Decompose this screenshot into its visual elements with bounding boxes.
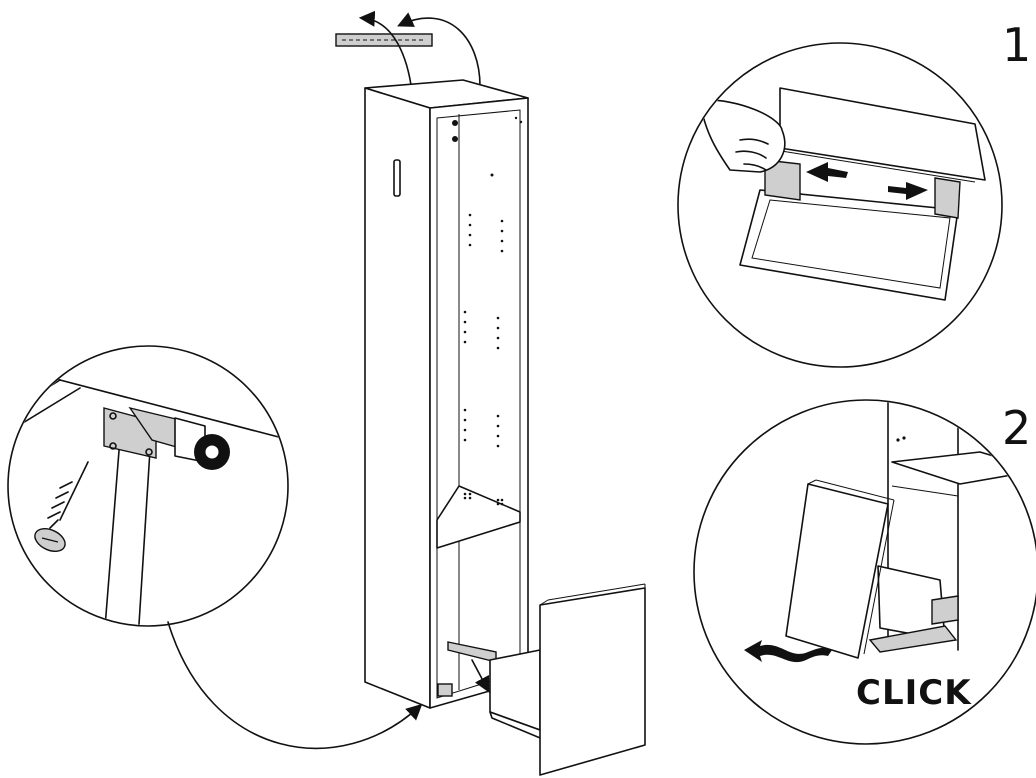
hole-dot xyxy=(463,330,467,334)
hole-dot xyxy=(496,336,500,340)
hole-dot xyxy=(496,316,500,320)
hole-dot xyxy=(468,492,472,496)
step-1-number: 1 xyxy=(1002,18,1032,72)
hole-dot xyxy=(496,414,500,418)
hole-dot xyxy=(463,418,467,422)
shelf-pin-holes xyxy=(452,116,523,177)
hole-dot xyxy=(500,229,504,233)
hole-dot xyxy=(500,219,504,223)
hole-dot xyxy=(500,239,504,243)
wavy-arrow-icon xyxy=(744,640,832,663)
hole-dot xyxy=(496,434,500,438)
curved-arrow-right xyxy=(397,12,481,87)
connector-arrow xyxy=(167,621,423,749)
hole-dot xyxy=(463,320,467,324)
tall-cabinet xyxy=(364,79,529,709)
hole-dot xyxy=(500,249,504,253)
curved-arrow-left xyxy=(358,10,413,93)
hole-dot xyxy=(496,326,500,330)
detail-circle-leg xyxy=(7,345,423,749)
step-2-number: 2 xyxy=(1002,401,1032,455)
hole-dot xyxy=(468,243,472,247)
hole-dot xyxy=(496,498,500,502)
slide-right xyxy=(934,177,961,219)
hole-dot xyxy=(463,492,467,496)
screw-icon xyxy=(34,461,89,553)
detail-circle-step-2 xyxy=(693,399,1036,745)
hole-dot xyxy=(463,408,467,412)
side-slot xyxy=(393,159,401,197)
detail-circle-step-1 xyxy=(677,42,1003,368)
hole-dot xyxy=(468,233,472,237)
hole-dot xyxy=(496,502,500,506)
hole-dot xyxy=(496,346,500,350)
hole-dots xyxy=(463,213,504,506)
bottom-fitting xyxy=(437,683,453,697)
slide-left xyxy=(764,159,801,201)
hole-dot xyxy=(463,310,467,314)
cabinet-front-frame xyxy=(429,97,529,709)
hole-dot xyxy=(500,502,504,506)
hole-dot xyxy=(463,340,467,344)
fixed-shelf xyxy=(436,485,521,549)
arrow-right-icon xyxy=(888,182,928,200)
hole-dot xyxy=(496,424,500,428)
drawer-front-tilted xyxy=(785,483,889,659)
hole-dot xyxy=(463,438,467,442)
hole-dot xyxy=(463,428,467,432)
top-rail-group xyxy=(335,10,481,93)
hand-icon xyxy=(699,99,786,173)
hole-dot xyxy=(496,444,500,448)
cabinet-side-panel xyxy=(364,87,431,709)
drawer-front xyxy=(539,587,646,776)
hole-dot xyxy=(468,223,472,227)
hole-dot xyxy=(463,496,467,500)
hole-dot xyxy=(468,213,472,217)
hole-dot xyxy=(468,496,472,500)
hole-dot xyxy=(500,498,504,502)
pull-out-drawer xyxy=(437,583,646,776)
arrow-left-icon xyxy=(806,162,848,182)
click-label: CLICK xyxy=(856,673,972,713)
